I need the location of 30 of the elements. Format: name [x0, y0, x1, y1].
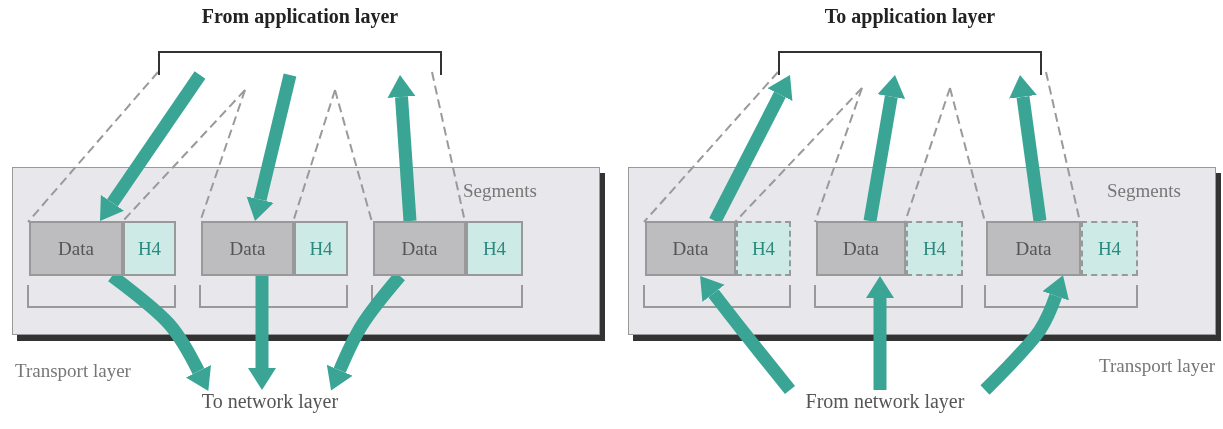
- arrow: [709, 75, 793, 224]
- header-field: H4: [294, 221, 348, 276]
- layer-name: Transport layer: [15, 360, 132, 382]
- layer-label: To network layer: [160, 390, 380, 418]
- layer-name: Transport layer: [1098, 355, 1215, 377]
- header-field: H4: [123, 221, 176, 276]
- arrow: [700, 275, 796, 395]
- data-field: Data: [816, 221, 906, 276]
- panel-label: Segments: [1107, 180, 1181, 202]
- data-field: Data: [986, 221, 1081, 276]
- arrow: [246, 73, 297, 221]
- data-field: Data: [29, 221, 123, 276]
- header-field: H4: [466, 221, 523, 276]
- layer-heading: From application layer: [150, 5, 450, 75]
- arrow: [980, 275, 1069, 395]
- arrow: [1009, 75, 1047, 222]
- layer-heading: To application layer: [770, 5, 1050, 75]
- data-field: Data: [373, 221, 466, 276]
- header-field: H4: [736, 221, 791, 276]
- arrow: [100, 71, 206, 221]
- arrow: [866, 276, 894, 390]
- arrow: [863, 75, 906, 223]
- data-field: Data: [645, 221, 736, 276]
- arrow: [387, 75, 417, 222]
- layer-label: From network layer: [760, 390, 1010, 418]
- arrow: [248, 276, 276, 390]
- header-field: H4: [1081, 221, 1138, 276]
- data-field: Data: [201, 221, 294, 276]
- panel-label: Segments: [463, 180, 537, 202]
- header-field: H4: [906, 221, 963, 276]
